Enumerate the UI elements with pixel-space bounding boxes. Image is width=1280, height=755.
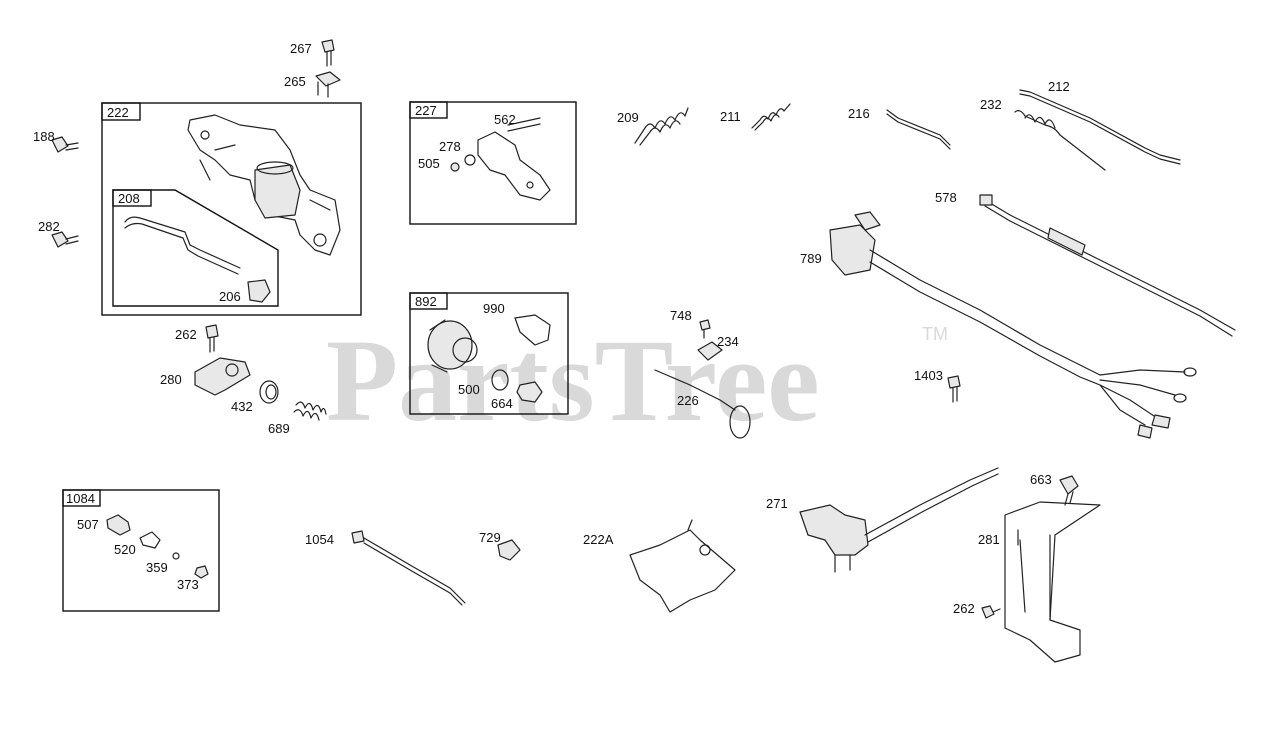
group-227-label: 227 xyxy=(415,103,437,118)
part-bolt-262-top[interactable] xyxy=(205,324,219,353)
part-ring-432[interactable] xyxy=(259,380,279,404)
callout-505[interactable]: 505 xyxy=(418,156,440,171)
part-cable-226[interactable] xyxy=(654,369,751,439)
callout-211[interactable]: 211 xyxy=(720,109,741,124)
callout-262-top[interactable]: 262 xyxy=(175,327,197,342)
callout-520[interactable]: 520 xyxy=(114,542,136,557)
part-bolt-748[interactable] xyxy=(699,319,711,339)
callout-234[interactable]: 234 xyxy=(717,334,739,349)
group-222[interactable]: 222 xyxy=(101,102,362,316)
callout-1054[interactable]: 1054 xyxy=(305,532,334,547)
callout-282[interactable]: 282 xyxy=(38,219,60,234)
callout-500[interactable]: 500 xyxy=(458,382,480,397)
part-clip-729[interactable] xyxy=(497,539,521,561)
part-control-271[interactable] xyxy=(799,467,999,573)
callout-281[interactable]: 281 xyxy=(978,532,1000,547)
callout-232[interactable]: 232 xyxy=(980,97,1002,112)
callout-359[interactable]: 359 xyxy=(146,560,168,575)
callout-265[interactable]: 265 xyxy=(284,74,306,89)
callout-271[interactable]: 271 xyxy=(766,496,788,511)
callout-507[interactable]: 507 xyxy=(77,517,99,532)
part-spring-209[interactable] xyxy=(634,107,689,146)
callout-226[interactable]: 226 xyxy=(677,393,699,408)
callout-689[interactable]: 689 xyxy=(268,421,290,436)
callout-748[interactable]: 748 xyxy=(670,308,692,323)
part-rod-212[interactable] xyxy=(1019,89,1181,165)
part-bolt-267[interactable] xyxy=(321,39,335,67)
part-bolt-1403[interactable] xyxy=(947,375,961,403)
group-1084[interactable]: 1084 xyxy=(62,489,220,612)
callout-1403[interactable]: 1403 xyxy=(914,368,943,383)
callout-789[interactable]: 789 xyxy=(800,251,822,266)
part-spring-211[interactable] xyxy=(751,103,791,131)
part-bolt-188[interactable] xyxy=(51,136,79,153)
callout-216[interactable]: 216 xyxy=(848,106,870,121)
callout-562[interactable]: 562 xyxy=(494,112,516,127)
watermark-text: PartsTree xyxy=(326,315,820,446)
part-spring-232[interactable] xyxy=(1014,110,1106,171)
callout-209[interactable]: 209 xyxy=(617,110,639,125)
callout-280[interactable]: 280 xyxy=(160,372,182,387)
group-892-label: 892 xyxy=(415,294,437,309)
watermark-trademark: TM xyxy=(922,324,948,344)
callout-267[interactable]: 267 xyxy=(290,41,312,56)
part-bracket-280[interactable] xyxy=(194,357,251,396)
callout-212[interactable]: 212 xyxy=(1048,79,1070,94)
callout-664[interactable]: 664 xyxy=(491,396,513,411)
part-bolt-282[interactable] xyxy=(51,231,79,248)
group-208-label: 208 xyxy=(118,191,140,206)
group-208[interactable]: 208 xyxy=(112,189,279,307)
group-227[interactable]: 227 xyxy=(409,101,577,225)
callout-432[interactable]: 432 xyxy=(231,399,253,414)
callout-222A[interactable]: 222A xyxy=(583,532,614,547)
group-222-label: 222 xyxy=(107,105,129,120)
callout-278[interactable]: 278 xyxy=(439,139,461,154)
callout-990[interactable]: 990 xyxy=(483,301,505,316)
part-bolt-262-bottom[interactable] xyxy=(981,605,1001,619)
part-tie-1054[interactable] xyxy=(351,530,466,606)
callout-663[interactable]: 663 xyxy=(1030,472,1052,487)
callout-188[interactable]: 188 xyxy=(33,129,55,144)
group-1084-label: 1084 xyxy=(66,491,95,506)
part-harness-578[interactable] xyxy=(979,194,1236,337)
callout-373[interactable]: 373 xyxy=(177,577,199,592)
part-bracket-222A[interactable] xyxy=(629,519,736,613)
callout-206[interactable]: 206 xyxy=(219,289,241,304)
callout-262-bottom[interactable]: 262 xyxy=(953,601,975,616)
part-clip-234[interactable] xyxy=(697,341,723,361)
part-harness-789[interactable] xyxy=(829,211,1197,439)
part-bracket-281[interactable] xyxy=(1004,501,1101,663)
part-rod-216[interactable] xyxy=(886,109,951,150)
part-clip-265[interactable] xyxy=(315,71,341,98)
part-spring-689[interactable] xyxy=(293,401,327,421)
callout-729[interactable]: 729 xyxy=(479,530,501,545)
part-bolt-663[interactable] xyxy=(1059,475,1079,506)
callout-578[interactable]: 578 xyxy=(935,190,957,205)
group-892[interactable]: 892 xyxy=(409,292,569,415)
